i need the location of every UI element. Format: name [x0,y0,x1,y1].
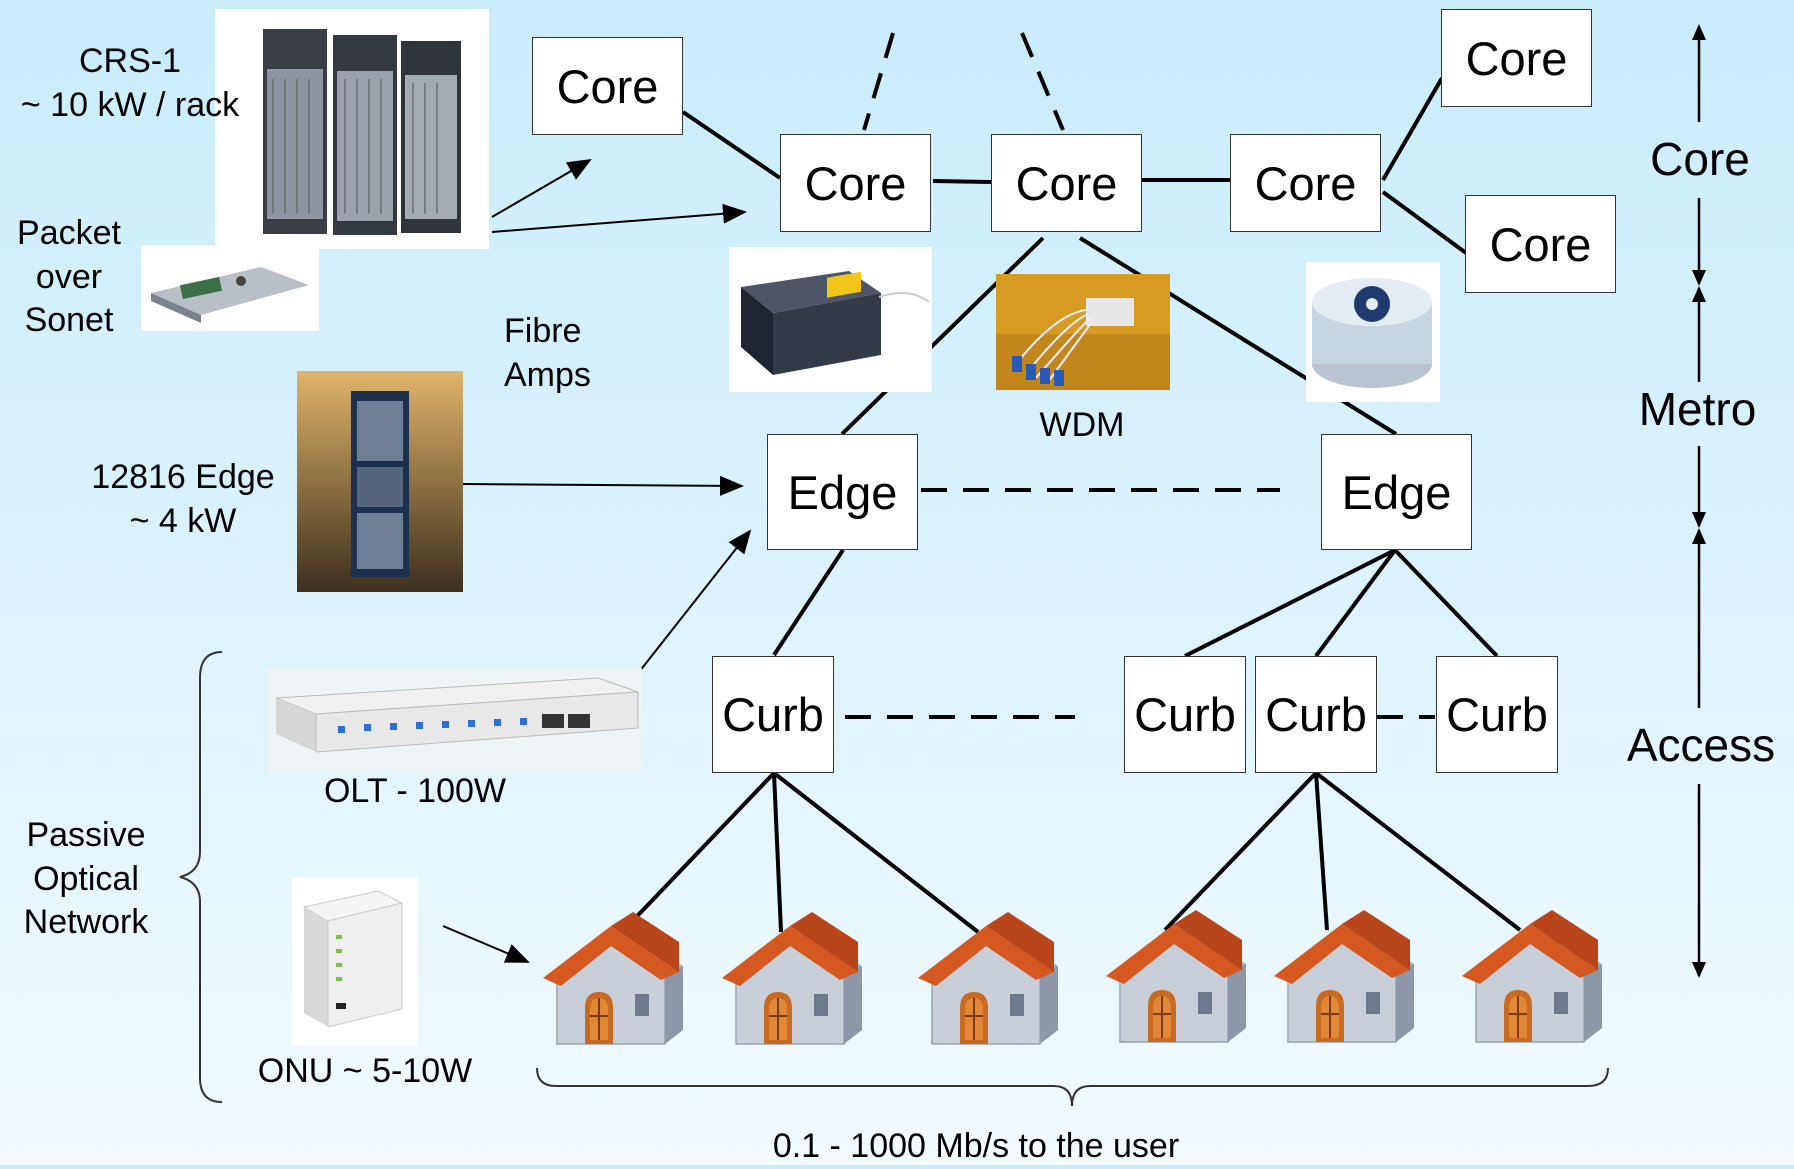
fibre-spool-image [1306,262,1440,402]
dashed-link-up-left [862,32,895,131]
tier-arrowhead-metro-top [1692,286,1706,302]
wdm-coupler-image [996,274,1170,390]
link-edge-right-curb-4 [1393,548,1499,658]
pos-label-line-3: Sonet [24,301,114,340]
link-curb-1-house-2 [772,772,783,933]
onu-image [292,877,418,1045]
house-icon [1268,910,1415,1048]
arrow-edge-router-to-edge [462,475,744,496]
tier-label-core: Core [1650,133,1750,185]
link-curb-3-house-5 [1314,772,1329,931]
pon-line-1: Passive [26,816,146,854]
link-core-a-b [681,110,782,180]
edge-router-label: 12816 Edge ~ 4 kW [76,456,290,543]
link-edge-left-curb-1 [772,548,845,657]
wdm-label: WDM [1039,406,1125,444]
pon-line-2: Optical [33,859,139,898]
user-rate-label: 0.1 - 1000 Mb/s to the user [772,1127,1180,1165]
pon-line-3: Network [23,903,149,942]
edge-router-line-1: 12816 Edge [91,458,275,496]
tier-arrowhead-metro-bottom [1692,512,1706,528]
pon-brace [179,651,223,1103]
line-card-image [141,245,319,331]
tier-label-metro: Metro [1638,383,1757,435]
house-icon [537,912,684,1050]
tier-arrowhead-core-bottom [1692,270,1706,286]
core-node-a: Core [532,37,683,135]
core-node-b: Core [780,134,931,232]
router-rack-image [215,9,489,249]
arrow-crs1-to-core-b [491,203,747,233]
tier-arrowhead-bottom [1692,962,1706,978]
curb-node-1: Curb [712,656,834,773]
link-curb-3-house-6 [1314,771,1522,932]
fibre-amp-image [729,247,932,392]
olt-label: OLT - 100W [323,772,507,810]
onu-label: ONU ~ 5-10W [257,1052,473,1090]
crs1-label: CRS-1 ~ 10 kW / rack [8,40,252,127]
core-node-d: Core [1230,134,1381,232]
dashed-link-up-right [1020,32,1065,131]
tier-label-access: Access [1626,719,1776,771]
house-icon [1456,910,1603,1048]
link-core-d-f [1381,190,1468,255]
edge-router-line-2: ~ 4 kW [129,501,237,540]
packet-over-sonet-label: Packet over Sonet [4,212,134,343]
core-node-e: Core [1441,9,1592,107]
link-edge-right-curb-2 [1184,548,1396,658]
core-node-c: Core [991,134,1142,232]
passive-optical-network-label: Passive Optical Network [6,814,166,945]
link-curb-3-house-4 [1163,771,1318,932]
curb-node-2: Curb [1124,656,1246,773]
crs1-label-line-1: CRS-1 [78,42,182,80]
fibre-amps-line-1: Fibre [504,312,582,350]
tier-arrowhead-top [1692,24,1706,40]
house-icon [716,912,863,1050]
link-edge-right-curb-3 [1314,548,1397,658]
link-core-b-c [932,179,992,184]
olt-image [268,668,642,771]
pos-label-line-2: over [35,257,103,296]
house-icon [1100,910,1247,1048]
edge-node-right: Edge [1321,434,1472,550]
houses-brace [536,1067,1609,1107]
arrow-olt-to-edge [627,529,752,687]
edge-node-left: Edge [767,434,918,550]
tier-arrowhead-access-top [1692,528,1706,544]
link-core-d-e [1381,76,1444,182]
arrow-onu-to-house [442,925,530,963]
edge-router-image [297,371,463,592]
link-curb-1-house-1 [620,771,776,934]
fibre-amps-line-2: Amps [504,355,591,394]
house-icon [912,912,1059,1050]
fibre-amps-label: Fibre Amps [504,310,608,397]
crs1-label-line-2: ~ 10 kW / rack [20,85,240,124]
pos-label-line-1: Packet [17,214,121,252]
link-core-c-edge-left [840,236,1045,436]
core-node-f: Core [1465,195,1616,293]
link-curb-1-house-3 [772,771,980,934]
curb-node-3: Curb [1255,656,1377,773]
curb-node-4: Curb [1436,656,1558,773]
arrow-crs1-to-core [491,158,592,218]
